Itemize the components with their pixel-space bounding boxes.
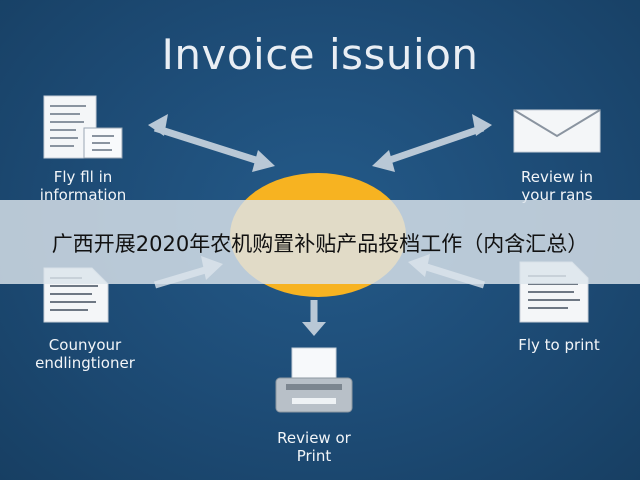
overlay-banner-text: 广西开展2020年农机购置补贴产品投档工作（内含汇总） (51, 232, 589, 256)
arrowhead-right-out (472, 114, 492, 136)
arrow-fill-info (153, 124, 264, 166)
node-label-review-email: Review in your rans (521, 168, 593, 204)
node-label-count-your: Counyour endlingtioner (35, 336, 135, 372)
arrowhead-down (302, 322, 326, 336)
overlay-banner (0, 200, 640, 284)
node-label-fill-info: Fly fll in information (39, 168, 127, 204)
node-label-review-print: Review or Print (277, 429, 351, 465)
diagram-title: Invoice issuion (161, 30, 479, 79)
arrow-review-email (382, 124, 485, 166)
printer-icon (275, 347, 353, 413)
envelope-icon (513, 109, 601, 153)
document-form-icon (43, 95, 123, 159)
arrowhead-right-in (372, 150, 395, 172)
arrowhead-left-out (148, 114, 168, 136)
node-label-fly-print: Fly to print (518, 336, 600, 354)
arrowhead-left-in (252, 150, 275, 172)
